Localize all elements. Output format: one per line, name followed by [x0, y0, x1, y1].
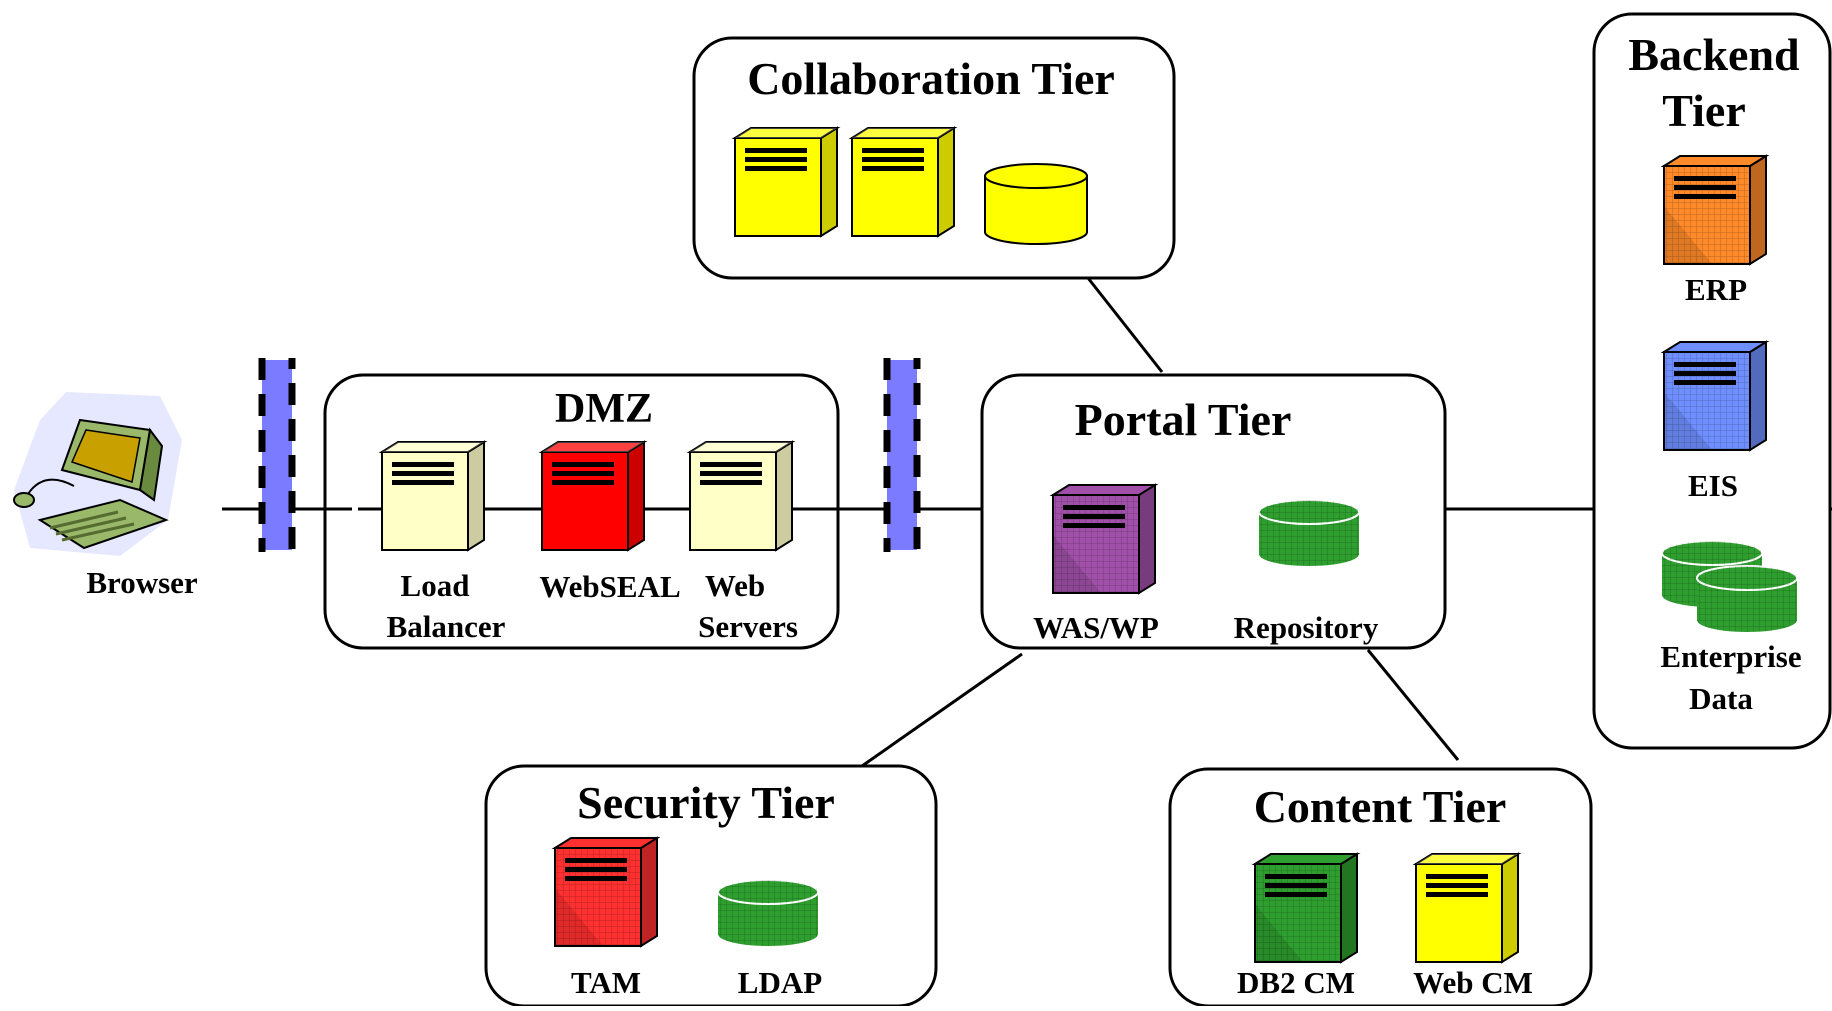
erp-label: ERP	[1685, 272, 1747, 307]
tam-label: TAM	[571, 965, 641, 1000]
dmz-title: DMZ	[555, 386, 653, 432]
web-servers-label-line1: Web	[705, 568, 765, 603]
enterprise-data-label-line1: Enterprise	[1660, 639, 1801, 674]
collaboration-database-icon	[984, 163, 1088, 245]
collaboration-server-icon-2	[851, 127, 955, 237]
webseal-label: WebSEAL	[539, 569, 680, 604]
web-servers-server-icon	[689, 441, 793, 551]
web-cm-server-icon	[1415, 853, 1519, 963]
erp-server-icon	[1663, 155, 1767, 265]
was-wp-server-icon	[1052, 484, 1156, 594]
content-tier-title: Content Tier	[1254, 781, 1507, 832]
security-tier-title: Security Tier	[577, 777, 835, 828]
dmz-box	[323, 373, 840, 650]
repository-label: Repository	[1234, 610, 1379, 645]
load-balancer-server-icon	[381, 441, 485, 551]
firewall-right	[883, 358, 921, 552]
repository-database-icon	[1258, 499, 1360, 567]
web-servers-label-line2: Servers	[698, 609, 798, 644]
firewall-left	[258, 358, 296, 552]
tam-server-icon	[554, 837, 658, 947]
was-wp-label: WAS/WP	[1033, 610, 1159, 645]
eis-label: EIS	[1688, 468, 1738, 503]
enterprise-data-label-line2: Data	[1689, 681, 1753, 716]
db2-cm-label: DB2 CM	[1237, 965, 1355, 1000]
browser-computer-icon	[13, 392, 182, 556]
enterprise-data-database-icon-front	[1696, 565, 1798, 633]
webseal-server-icon	[541, 441, 645, 551]
collaboration-tier-title: Collaboration Tier	[747, 53, 1115, 104]
eis-server-icon	[1663, 341, 1767, 451]
web-cm-label: Web CM	[1413, 965, 1533, 1000]
backend-tier-title-line2: Tier	[1662, 85, 1745, 136]
load-balancer-label-line2: Balancer	[387, 609, 506, 644]
load-balancer-label-line1: Load	[401, 568, 470, 603]
db2-cm-server-icon	[1254, 853, 1358, 963]
browser-label: Browser	[86, 565, 198, 600]
ldap-label: LDAP	[738, 965, 822, 1000]
backend-tier-title-line1: Backend	[1628, 29, 1800, 80]
ldap-database-icon	[717, 879, 819, 947]
portal-tier-title: Portal Tier	[1075, 394, 1292, 445]
collaboration-server-icon-1	[734, 127, 838, 237]
